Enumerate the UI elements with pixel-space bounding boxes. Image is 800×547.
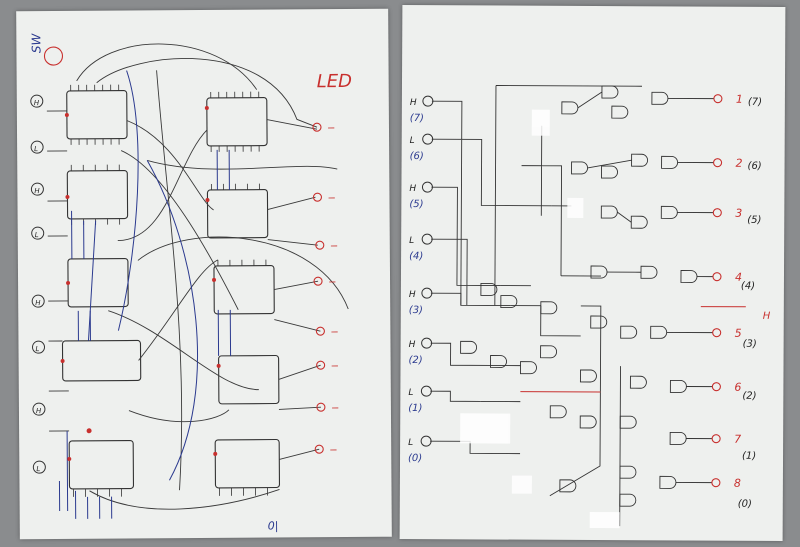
blue-pen-wires xyxy=(58,70,232,519)
input-number: (4) xyxy=(409,251,423,262)
led-mark: − xyxy=(331,361,339,372)
led-mark: − xyxy=(330,327,338,338)
input-level: L xyxy=(409,236,414,246)
switch-label: H xyxy=(36,407,42,415)
bottom-mark: 0| xyxy=(268,519,279,532)
output-paren: (0) xyxy=(738,499,752,510)
pencil-wires xyxy=(46,43,349,510)
switch-label: H xyxy=(34,99,40,107)
led-mark: − xyxy=(327,123,335,134)
sw-label: SW xyxy=(29,32,43,53)
output-wires xyxy=(577,91,714,484)
red-pen-marks xyxy=(43,46,326,454)
led-mark: − xyxy=(329,445,337,456)
output-paren: (3) xyxy=(743,339,757,350)
left-wiring-drawing: SW LED 0| H L H L H L H L − − − − − − − … xyxy=(29,32,352,532)
input-level: L xyxy=(408,438,413,448)
output-number: 6 xyxy=(734,381,741,394)
side-mark: H xyxy=(763,311,771,322)
output-paren: (2) xyxy=(742,391,756,402)
input-number: (7) xyxy=(410,113,424,124)
output-paren: (5) xyxy=(747,215,761,226)
input-switches xyxy=(420,95,434,447)
correction-tape xyxy=(460,109,620,529)
input-level: H xyxy=(409,340,416,350)
switch-label: L xyxy=(34,145,38,153)
led-label: LED xyxy=(317,71,352,92)
output-number: 4 xyxy=(735,271,742,284)
output-number: 8 xyxy=(734,477,741,490)
output-number: 7 xyxy=(734,433,741,446)
output-paren: (6) xyxy=(748,161,762,172)
output-number: 5 xyxy=(735,327,742,340)
input-level: H xyxy=(409,184,416,194)
right-schematic-drawing: H (7) L (6) H (5) L (4) H (3) H (2) L (1… xyxy=(408,85,771,529)
output-paren: (4) xyxy=(741,281,755,292)
led-mark: − xyxy=(331,403,339,414)
input-bus xyxy=(430,85,642,527)
right-schematic-sheet: H (7) L (6) H (5) L (4) H (3) H (2) L (1… xyxy=(399,5,786,541)
red-dots xyxy=(60,105,221,461)
led-mark: − xyxy=(330,241,338,252)
output-labels: 1 (7) 2 (6) 3 (5) 4 (4) H 5 (3) 6 (2) 7 … xyxy=(734,93,771,510)
left-ic-column-1 xyxy=(61,90,142,490)
output-paren: (1) xyxy=(742,451,756,462)
input-level: H xyxy=(410,98,417,108)
output-leds xyxy=(711,94,723,488)
input-number: (5) xyxy=(409,199,423,210)
switch-circles xyxy=(30,94,46,474)
input-number: (1) xyxy=(408,403,422,414)
red-lines xyxy=(520,306,746,393)
switch-label: L xyxy=(36,465,40,473)
output-number: 3 xyxy=(735,207,742,220)
input-level: H xyxy=(409,290,416,300)
input-labels: H (7) L (6) H (5) L (4) H (3) H (2) L (1… xyxy=(408,98,424,464)
left-sheet-labels: SW LED 0| H L H L H L H L − − − − − − − … xyxy=(29,32,352,532)
led-mark: − xyxy=(327,193,335,204)
output-number: 1 xyxy=(736,93,743,106)
switch-label: L xyxy=(35,231,39,239)
input-level: L xyxy=(410,136,415,146)
switch-label: H xyxy=(34,187,40,195)
output-number: 2 xyxy=(736,157,743,170)
input-number: (2) xyxy=(409,355,423,366)
input-number: (3) xyxy=(409,305,423,316)
logic-gates xyxy=(460,85,698,507)
input-number: (0) xyxy=(408,453,422,464)
left-ic-column-2 xyxy=(206,97,281,489)
switch-label: L xyxy=(35,345,39,353)
left-wiring-sheet: SW LED 0| H L H L H L H L − − − − − − − … xyxy=(16,8,392,540)
input-number: (6) xyxy=(410,151,424,162)
input-level: L xyxy=(408,388,413,398)
output-paren: (7) xyxy=(748,97,762,108)
switch-label: H xyxy=(35,299,41,307)
led-mark: − xyxy=(328,277,336,288)
